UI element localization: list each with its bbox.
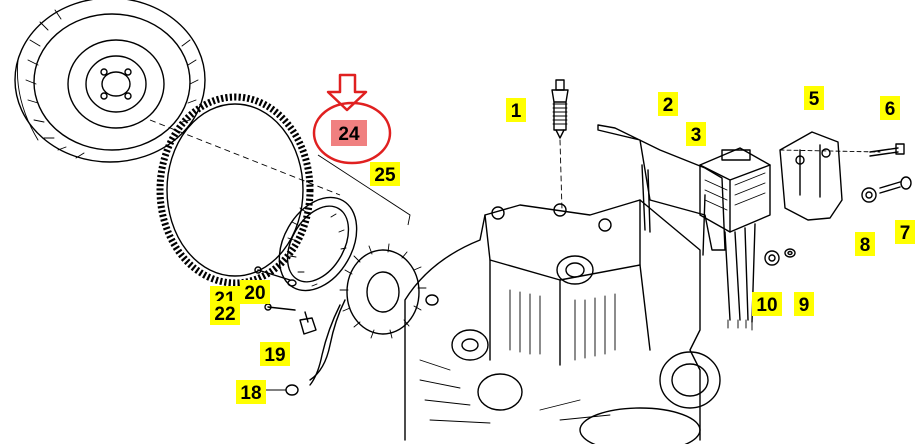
part-9-washer (784, 248, 796, 258)
callout-3-text: 3 (691, 125, 702, 146)
callout-2: 2 (658, 92, 678, 116)
callout-3-background (686, 122, 706, 146)
red-circle (312, 101, 392, 165)
callout-25-background (370, 162, 400, 186)
callout-8-background (855, 232, 875, 256)
callout-18-text: 18 (240, 383, 261, 404)
callout-3: 3 (686, 122, 706, 146)
rotor-ring (278, 196, 358, 292)
part-5-plate (779, 131, 881, 221)
part-2-bracket (597, 124, 726, 256)
callout-20-text: 20 (244, 283, 265, 304)
callout-10-text: 10 (756, 295, 777, 316)
callout-5-text: 5 (809, 89, 820, 110)
callout-24: 24 (331, 120, 367, 146)
callout-7-text: 7 (900, 223, 911, 244)
callout-24-text: 24 (338, 124, 360, 145)
part-10-nut (764, 250, 780, 266)
callout-10: 10 (752, 292, 782, 316)
callout-18-background (236, 380, 266, 404)
callout-1: 1 (506, 98, 526, 122)
callout-9-text: 9 (799, 295, 810, 316)
callout-5: 5 (804, 86, 824, 110)
stator (309, 243, 427, 386)
callout-6-background (880, 96, 900, 120)
bolt-21 (254, 266, 291, 281)
callout-7-background (895, 220, 915, 244)
callout-8-text: 8 (860, 235, 871, 256)
callout-19-text: 19 (264, 345, 285, 366)
bolt-22 (264, 303, 296, 311)
washer-20 (287, 279, 297, 287)
callout-22: 22 (210, 301, 240, 325)
ring-gear (149, 93, 341, 287)
callout-6-text: 6 (885, 99, 896, 120)
callout-2-background (658, 92, 678, 116)
part-3-regulator (699, 147, 771, 331)
callout-22-text: 22 (214, 304, 235, 325)
callout-5-background (804, 86, 824, 110)
callout-6: 6 (880, 96, 900, 120)
callout-7: 7 (895, 220, 915, 244)
callout-1-text: 1 (511, 101, 522, 122)
flywheel (14, 0, 206, 163)
part-6-bolt (869, 143, 905, 157)
callout-24-background (331, 120, 367, 146)
callout-18: 18 (236, 380, 266, 404)
clamp-19 (299, 311, 317, 335)
callout-8: 8 (855, 232, 875, 256)
assembly-bracket-25 (317, 154, 411, 226)
callout-20: 20 (240, 280, 270, 304)
part-7-bolt (879, 176, 912, 194)
callout-10-background (752, 292, 782, 316)
callout-1-background (506, 98, 526, 122)
callout-19: 19 (260, 342, 290, 366)
callout-22-background (210, 301, 240, 325)
clip-18 (261, 384, 299, 396)
callout-2-text: 2 (663, 95, 674, 116)
callout-9-background (794, 292, 814, 316)
part-1-plug (551, 79, 569, 139)
callout-25: 25 (370, 162, 400, 186)
part-8-nut (861, 187, 877, 203)
callout-9: 9 (794, 292, 814, 316)
engine-block (404, 139, 721, 444)
red-arrow (326, 73, 368, 112)
callout-20-background (240, 280, 270, 304)
callout-19-background (260, 342, 290, 366)
callout-25-text: 25 (374, 165, 396, 186)
